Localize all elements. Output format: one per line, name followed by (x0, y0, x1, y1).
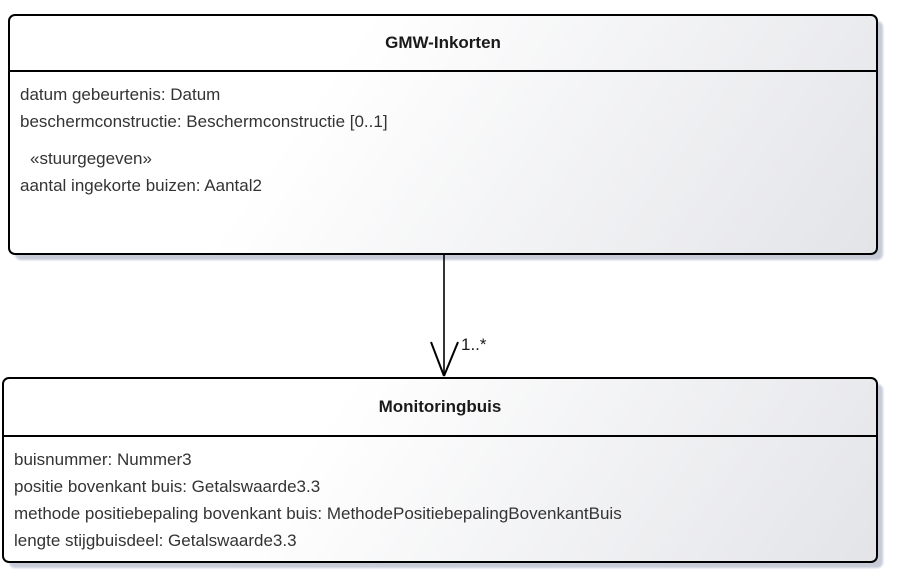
class-box-gmw-inkorten: GMW-Inkorten datum gebeurtenis: Datum be… (8, 14, 878, 255)
attribute-buisnummer: buisnummer: Nummer3 (14, 450, 192, 469)
attribute-datum-gebeurtenis: datum gebeurtenis: Datum (20, 85, 221, 104)
arrowhead-right-wing (443, 341, 459, 377)
attribute-aantal-ingekorte-buizen: aantal ingekorte buizen: Aantal2 (20, 176, 262, 195)
attribute-beschermconstructie: beschermconstructie: Beschermconstructie… (20, 112, 388, 131)
class-title-gmw-inkorten: GMW-Inkorten (10, 16, 876, 72)
class-title-monitoringbuis: Monitoringbuis (4, 379, 876, 437)
attribute-positie-bovenkant-buis: positie bovenkant buis: Getalswaarde3.3 (14, 477, 321, 496)
class-box-monitoringbuis: Monitoringbuis buisnummer: Nummer3 posit… (2, 377, 878, 563)
association-connector (430, 255, 459, 377)
multiplicity-label: 1..* (461, 335, 487, 354)
attribute-lengte-stijgbuisdeel: lengte stijgbuisdeel: Getalswaarde3.3 (14, 531, 297, 550)
attribute-methode-positiebepaling: methode positiebepaling bovenkant buis: … (14, 504, 622, 523)
class-attributes-monitoringbuis: buisnummer: Nummer3 positie bovenkant bu… (4, 437, 876, 554)
arrowhead-left-wing (430, 341, 445, 377)
class-attributes-gmw-inkorten: datum gebeurtenis: Datum beschermconstru… (10, 72, 876, 199)
stereotype-stuurgegeven: «stuurgegeven» (30, 149, 152, 168)
